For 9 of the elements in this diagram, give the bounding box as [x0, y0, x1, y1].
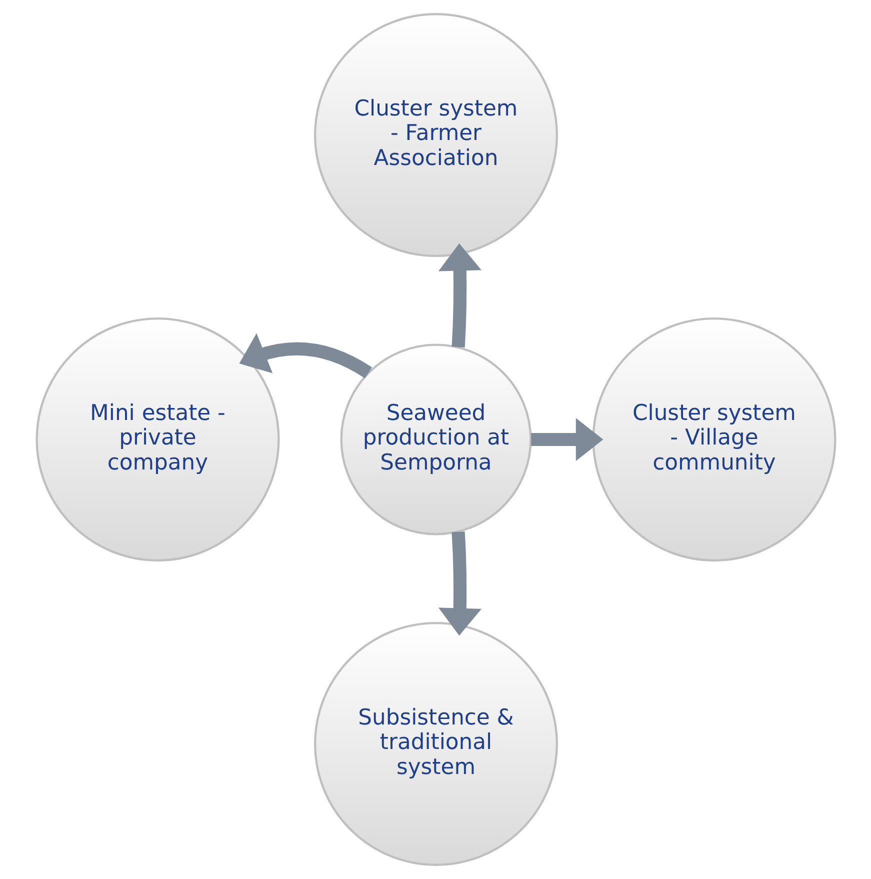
node-circle: Subsistence & traditional system: [314, 622, 558, 866]
arrow: [530, 418, 603, 462]
arrow: [238, 333, 372, 378]
node-circle: Cluster system - Farmer Association: [314, 13, 558, 258]
node-circle: Mini estate - private company: [35, 318, 280, 562]
node-circle: Seaweed production at Semporna: [340, 344, 532, 536]
node-circle: Cluster system - Village community: [592, 318, 836, 562]
arrow: [438, 531, 481, 636]
arrow: [438, 243, 481, 348]
